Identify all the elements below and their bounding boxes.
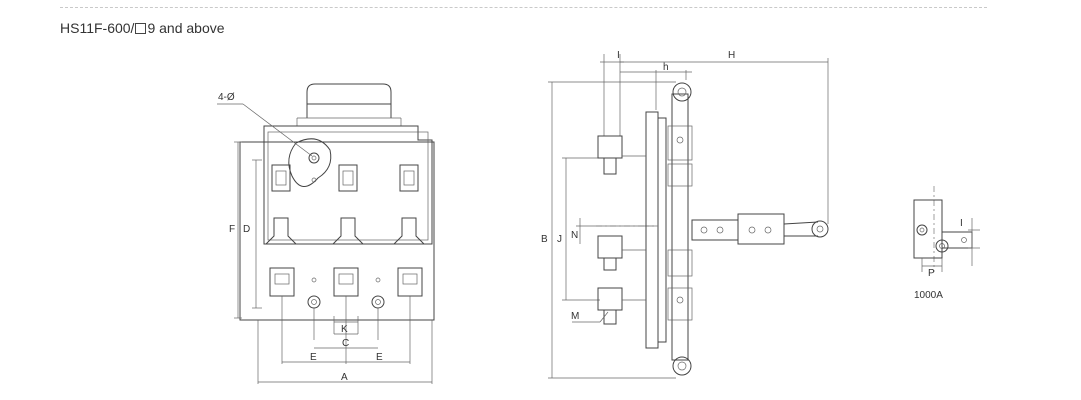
label-N: N [571, 230, 578, 241]
detail-label-P: P [928, 268, 935, 279]
label-B: B [541, 234, 548, 245]
lower-terminal-row [269, 267, 423, 297]
label-I: I [617, 50, 620, 61]
detail-label-I: I [960, 218, 963, 229]
label-J: J [557, 234, 562, 245]
label-M: M [571, 311, 579, 322]
label-holes: 4-Ø [218, 92, 235, 103]
label-C: C [342, 338, 349, 349]
heading-suffix: 9 and above [147, 20, 225, 36]
label-A: A [341, 372, 348, 383]
label-E-left: E [310, 352, 317, 363]
front-view: 4-Ø F D [217, 83, 435, 384]
label-H: H [728, 50, 735, 61]
label-E-right: E [376, 352, 383, 363]
side-view: B J N I h H [541, 50, 829, 379]
square-placeholder-icon [135, 23, 147, 34]
label-h: h [663, 62, 669, 73]
heading-model: HS11F-600/ [60, 20, 135, 36]
top-divider [60, 7, 987, 8]
side-terminals [597, 135, 646, 325]
label-F: F [229, 224, 235, 235]
label-K: K [341, 324, 348, 335]
upper-contact-row [271, 164, 419, 192]
detail-view-1000a: I P 1000A [913, 186, 980, 301]
page-heading: HS11F-600/9 and above [60, 20, 225, 36]
label-D: D [243, 224, 250, 235]
detail-caption: 1000A [914, 290, 943, 301]
fuse-clip-row [264, 217, 426, 245]
